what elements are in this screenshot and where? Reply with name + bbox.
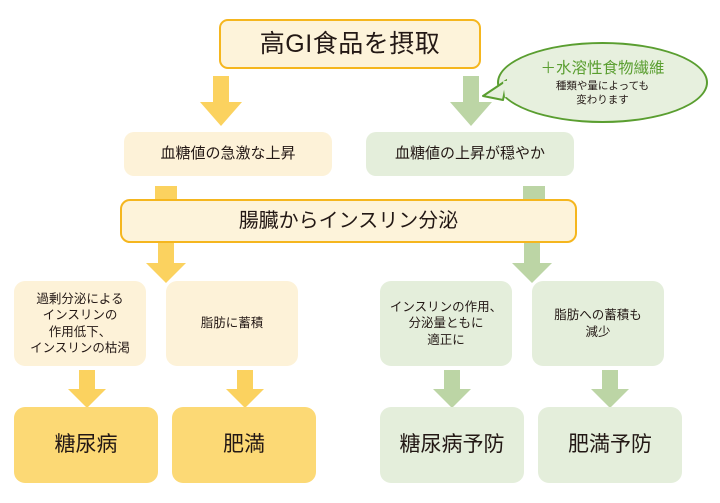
node-insulin-action-proper: インスリンの作用、 分泌量ともに 適正に [380, 281, 512, 366]
node-gentle-blood-sugar-rise: 血糖値の上昇が穏やか [366, 132, 574, 176]
connector-spike-to-insulin [155, 186, 177, 202]
node-high-gi-intake: 高GI食品を摂取 [219, 19, 481, 69]
node-insulin-resistance-exhaustion: 過剰分泌による インスリンの 作用低下、 インスリンの枯渇 [14, 281, 146, 366]
arrow-title-to-gentle [450, 76, 492, 126]
arrow-to-diabetes-prevention [433, 370, 471, 408]
node-diabetes-prevention: 糖尿病予防 [380, 407, 524, 483]
node-rapid-blood-sugar-rise: 血糖値の急激な上昇 [124, 132, 332, 176]
arrow-title-to-spike [200, 76, 242, 126]
node-fat-accumulation: 脂肪に蓄積 [166, 281, 298, 366]
arrow-insulin-to-proper-action [512, 243, 552, 283]
callout-body [497, 42, 708, 123]
arrow-to-diabetes [68, 370, 106, 408]
node-pancreas-insulin-secretion: 腸臓からインスリン分泌 [120, 199, 577, 243]
callout-tail-icon [481, 78, 509, 104]
arrow-to-obesity [226, 370, 264, 408]
callout-soluble-fiber: ＋水溶性食物繊維 種類や量によっても 変わります [482, 42, 708, 123]
callout-heading: ＋水溶性食物繊維 [540, 59, 665, 77]
node-fat-accumulation-reduced: 脂肪への蓄積も 減少 [532, 281, 664, 366]
callout-note: 種類や量によっても 変わります [555, 80, 650, 107]
callout-text: ＋水溶性食物繊維 種類や量によっても 変わります [497, 42, 708, 123]
connector-gentle-to-insulin [523, 186, 545, 202]
arrow-to-obesity-prevention [591, 370, 629, 408]
arrow-insulin-to-overexcretion [146, 243, 186, 283]
node-obesity-prevention: 肥満予防 [538, 407, 682, 483]
node-diabetes: 糖尿病 [14, 407, 158, 483]
node-obesity: 肥満 [172, 407, 316, 483]
